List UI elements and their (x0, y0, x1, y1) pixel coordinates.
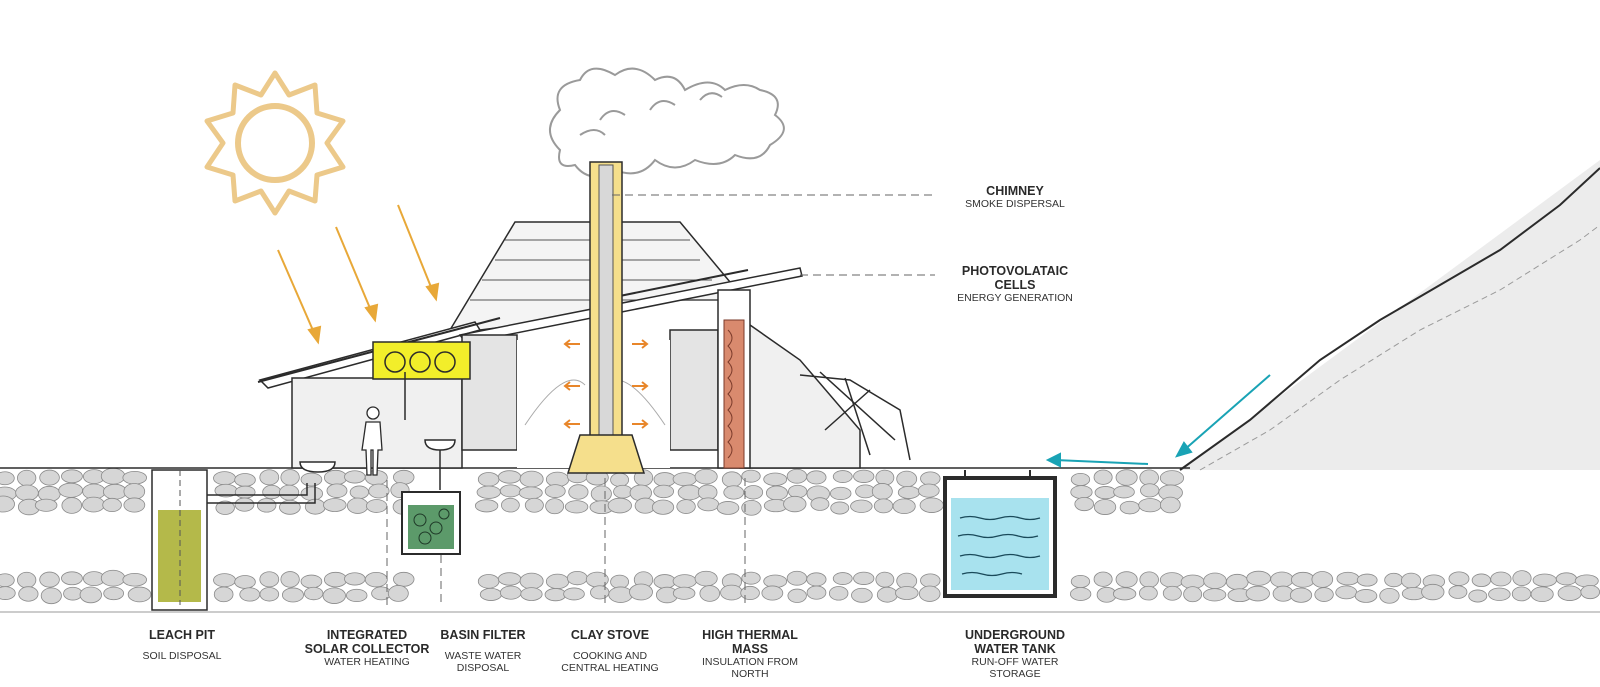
label-tank-sub1: RUN-OFF WATER (971, 656, 1059, 668)
leader-lines (386, 194, 935, 605)
underground-water-tank (943, 470, 1057, 598)
label-stove-sub2: CENTRAL HEATING (561, 662, 659, 674)
label-mass-title1: HIGH THERMAL (702, 628, 798, 642)
label-pv-title1: PHOTOVOLATAIC (961, 264, 1069, 278)
lower-stone-layer (0, 569, 1600, 605)
human-figure-icon (361, 406, 383, 476)
label-chimney-sub: SMOKE DISPERSAL (965, 198, 1065, 210)
label-chimney: CHIMNEY SMOKE DISPERSAL (935, 184, 1095, 210)
runoff-arrow-icon (1045, 374, 1271, 468)
label-solar-collector: INTEGRATED SOLAR COLLECTOR WATER HEATING (282, 628, 452, 668)
label-leach-pit: LEACH PIT SOIL DISPOSAL (112, 628, 252, 662)
label-mass-sub1: INSULATION FROM (701, 656, 799, 668)
label-clay-stove: CLAY STOVE COOKING AND CENTRAL HEATING (545, 628, 675, 674)
basin-filter (401, 491, 461, 555)
label-mass-title2: MASS (731, 642, 769, 656)
ground-stone-layer (0, 467, 1185, 516)
label-pv: PHOTOVOLATAIC CELLS ENERGY GENERATION (925, 264, 1105, 304)
clay-stove (566, 434, 646, 474)
hillside (1179, 160, 1600, 471)
sun-icon (204, 70, 346, 216)
label-solar-sub: WATER HEATING (324, 656, 410, 668)
label-basin-title: BASIN FILTER (440, 628, 526, 642)
label-solar-title1: INTEGRATED (326, 628, 408, 642)
sink-basins (299, 439, 456, 490)
label-basin-sub1: WASTE WATER (444, 650, 522, 662)
label-leach-title: LEACH PIT (149, 628, 215, 642)
label-thermal-mass: HIGH THERMAL MASS INSULATION FROM NORTH (685, 628, 815, 680)
label-basin-filter: BASIN FILTER WASTE WATER DISPOSAL (418, 628, 548, 674)
chimney (566, 161, 646, 474)
label-tank-title2: WATER TANK (974, 642, 1056, 656)
label-stove-sub1: COOKING AND (572, 650, 648, 662)
sun-ray-arrow-icon (277, 204, 440, 345)
thermal-mass-column (717, 289, 751, 469)
leach-pit (151, 469, 316, 611)
label-stove-title: CLAY STOVE (570, 628, 650, 642)
label-mass-sub2: NORTH (731, 668, 769, 680)
label-leach-sub: SOIL DISPOSAL (142, 650, 222, 662)
label-tank-sub2: STORAGE (989, 668, 1041, 680)
solar-collector (372, 341, 471, 420)
heat-flow-arrow-icon (563, 339, 649, 429)
greenhouse-frame (799, 371, 911, 461)
label-water-tank: UNDERGROUND WATER TANK RUN-OFF WATER STO… (940, 628, 1090, 680)
smoke-cloud-icon (549, 67, 785, 178)
label-pv-title2: CELLS (994, 278, 1036, 292)
label-pv-sub: ENERGY GENERATION (957, 292, 1073, 304)
label-basin-sub2: DISPOSAL (456, 662, 510, 674)
label-chimney-title: CHIMNEY (986, 184, 1044, 198)
label-solar-title2: SOLAR COLLECTOR (304, 642, 430, 656)
label-tank-title1: UNDERGROUND (965, 628, 1065, 642)
